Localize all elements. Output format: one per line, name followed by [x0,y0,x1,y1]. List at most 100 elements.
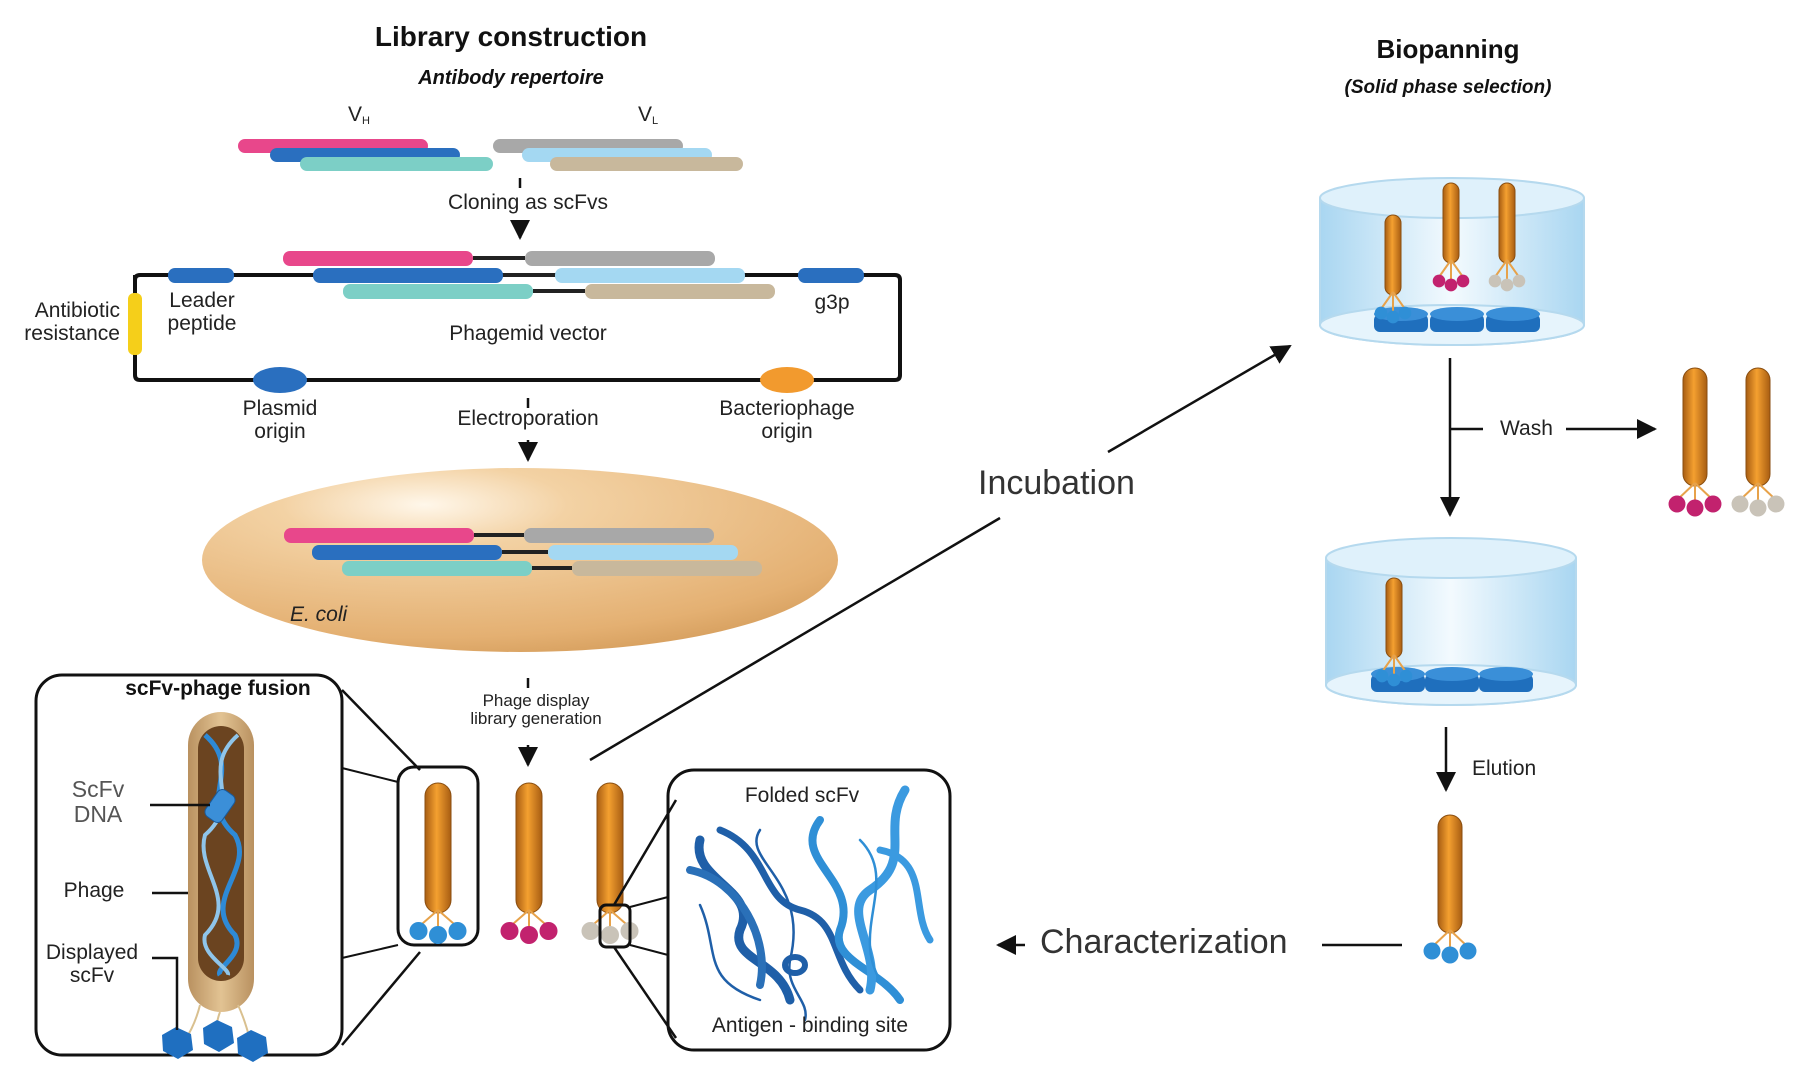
incubation-line-lower [589,516,1001,762]
zoom-line [629,896,669,908]
antigen-disc-top [1486,307,1540,321]
insert-vl-lightblue [555,268,745,283]
displayed-line2: scFv [69,963,115,987]
bacteriophage-origin-marker [760,367,814,393]
zoom-line [612,946,678,1039]
antigen-disc [1479,667,1533,692]
zoom-line [341,689,421,771]
g3p-label: g3p [814,291,850,314]
phage-rod [1498,182,1516,264]
solid-phase-subtitle: (Solid phase selection) [1344,77,1552,98]
antibody-head [1374,306,1388,320]
phagemid-vector [128,251,902,393]
antigen-disc [1425,667,1479,692]
antibiotic-line1: Antibiotic [34,299,120,322]
phage-label: Phage [63,879,125,902]
insert-vh-blue [313,268,503,283]
antibody-head [1459,942,1477,960]
antibody-head [581,921,600,941]
phage-tether [1381,654,1395,673]
antibody-head [1423,942,1441,960]
zoom-line [341,767,399,783]
antibody-head [500,921,519,941]
bacteriophage-line1: Bacteriophage [719,397,855,420]
phage-rod [1682,367,1708,487]
plasmid-origin-marker [253,367,307,393]
insert-vl-gray [525,251,715,266]
scfv-dna-line1: ScFv [71,776,125,802]
library-phage-blue [409,782,467,945]
antibiotic-line2: resistance [24,321,120,345]
elution-label: Elution [1472,757,1537,780]
displayed-line1: Displayed [45,941,139,964]
ecoli-vl-gray [524,528,714,543]
vh-fragments [238,139,493,171]
phage-rod [515,782,543,914]
phage-rod [1385,577,1403,659]
phagemid-loop [133,273,902,382]
washed-phage-gray [1731,367,1785,517]
g3p-gene [798,268,864,283]
zoom-line [341,944,399,959]
phagemid-vector-label: Phagemid vector [449,322,607,345]
antibody-head [1432,274,1446,288]
vh-label-sub: H [362,115,370,127]
ecoli-vl-lightblue [548,545,738,560]
electroporation-step-label: Electroporation [457,407,599,430]
eluted-phage-blue [1423,814,1477,964]
phage-display-line2: library generation [470,709,602,729]
ecoli-vh-blue [312,545,502,560]
phage-rod [1437,814,1463,934]
washed-and-eluted-phages [1423,367,1785,964]
insert-vh-pink [283,251,473,266]
leader-line2: peptide [167,311,237,335]
ecoli-label: E. coli [290,603,348,626]
antibody-head [1488,274,1502,288]
ecoli-vl-tan [572,561,762,576]
fusion-phage-illustration [162,712,268,1062]
library-phage-gray [581,782,639,945]
phage-rod [1442,182,1460,264]
phage-tether [1438,259,1452,278]
bound-phage-blue [1374,214,1412,324]
antibody-head [1668,495,1686,513]
bacteriophage-line2: origin [761,419,813,443]
washed-phage-magenta [1668,367,1722,517]
antibody-head [1441,946,1459,964]
displayed-scfv-pointer [152,956,179,1030]
phage-rod [1745,367,1771,487]
antibody-head [1398,306,1412,320]
antibody-head [1512,274,1526,288]
library-phages [409,782,639,945]
folded-scfv-ribbon [686,785,934,1022]
antigen-disc-top [1479,667,1533,681]
antigen-disc-top [1425,667,1479,681]
antibody-repertoire-subtitle: Antibody repertoire [418,67,604,89]
vl-fragment-tan [550,157,743,171]
antibody-head [1456,274,1470,288]
antibody-head [1731,495,1749,513]
phage-rod [596,782,624,914]
antibody-head [1749,499,1767,517]
antibody-head [1375,669,1389,683]
phage-rod [424,782,452,914]
incubation-label: Incubation [978,464,1135,502]
highlight-box [396,765,480,947]
insert-vh-teal [343,284,533,299]
vl-label-sub: L [652,115,659,127]
well-1-contents [1374,182,1540,332]
zoom-line [612,799,678,906]
phage-tether [1380,291,1394,310]
antibody-head [1387,673,1401,687]
cloning-step-label: Cloning as scFvs [448,191,608,214]
antibody-head [1686,499,1704,517]
antibody-head [448,921,467,941]
dna-strand-2 [201,733,240,976]
antibody-head [1767,495,1785,513]
unbound-phage-magenta [1432,182,1470,292]
